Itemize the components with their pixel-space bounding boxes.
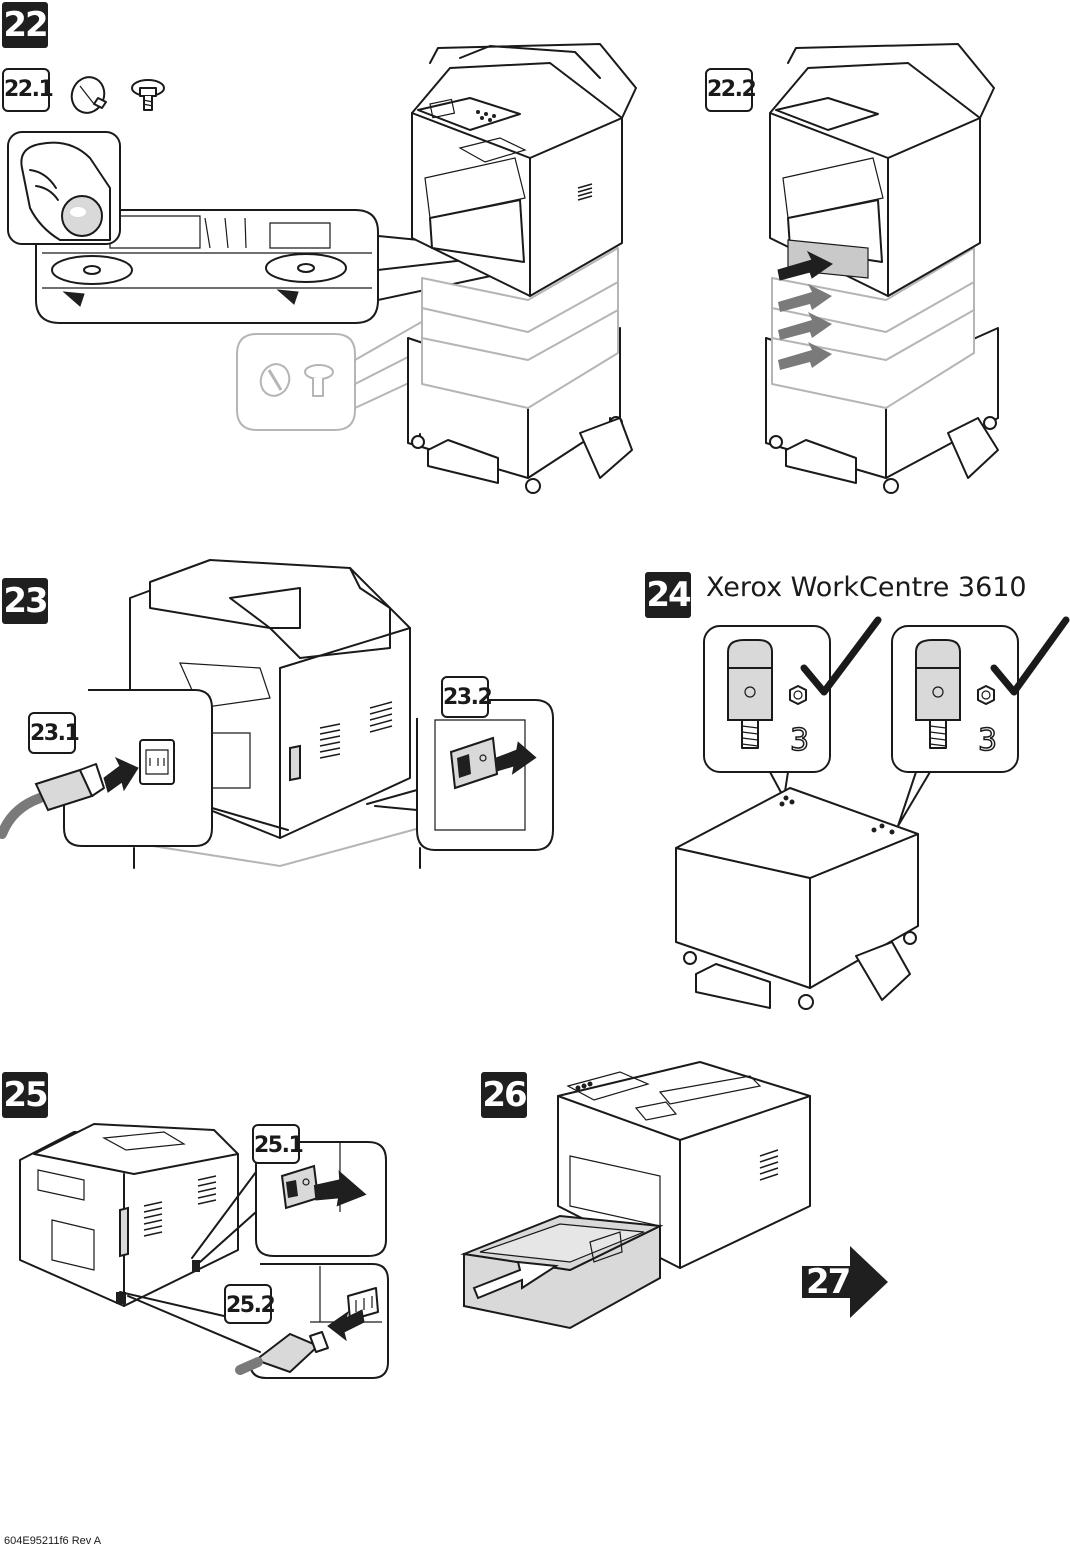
- step-25-badge: 25: [2, 1072, 49, 1118]
- next-step-arrow-icon: [802, 1246, 888, 1318]
- step-22-1-badge: 22.1: [2, 68, 54, 112]
- push-arrow-icon: [327, 1309, 365, 1342]
- hex-nut-icon: [977, 685, 995, 705]
- hex-nut-icon: [789, 685, 807, 705]
- step-27-label: 27: [806, 1262, 851, 1302]
- step-23-2-badge: 23.2: [441, 676, 493, 718]
- rotate-arrow-icon: [265, 253, 347, 305]
- power-cord-icon: [235, 1331, 329, 1375]
- step-25-2-badge: 25.2: [224, 1284, 276, 1324]
- document-id: 604E95211f6 Rev A: [4, 1535, 102, 1547]
- screw-count-left: 3: [790, 723, 809, 758]
- step-24-caption: Xerox WorkCentre 3610: [706, 572, 1027, 603]
- step-23-1-badge: 23.1: [28, 712, 80, 754]
- checkmark-icon: [800, 616, 882, 696]
- step-23-badge: 23: [2, 578, 49, 624]
- push-arrow-icon: [472, 1260, 559, 1300]
- power-switch-callout: [366, 699, 554, 851]
- thumbscrew-icon: [70, 76, 107, 114]
- rotate-arrow-icon: [51, 255, 133, 307]
- power-switch-icon: [449, 736, 499, 790]
- screw-count-right: 3: [978, 723, 997, 758]
- push-arrow-icon: [103, 756, 139, 793]
- screw-icon: [915, 639, 961, 749]
- power-switch-callout-25: [191, 1141, 387, 1263]
- printer-with-trays-22-1: [407, 43, 637, 494]
- printer-tray-26: [460, 1061, 811, 1330]
- screw-icon: [727, 639, 773, 749]
- step-22-badge: 22: [2, 2, 49, 48]
- step-26-badge: 26: [481, 1072, 528, 1118]
- checkmark-icon: [990, 616, 1070, 696]
- step-25-1-badge: 25.1: [252, 1124, 304, 1164]
- push-arrow-icon: [313, 1170, 367, 1207]
- power-cord-callout: [0, 689, 289, 847]
- power-cord-icon: [0, 763, 105, 839]
- screw-icon: [131, 79, 165, 111]
- push-arrow-icon: [777, 250, 833, 370]
- stand-screws-callout: 3 3: [675, 616, 1070, 1010]
- step-24-badge: 24: [645, 572, 692, 618]
- thumbscrew-icons-22-1: [70, 76, 165, 114]
- screw-removal-callout: [7, 131, 501, 324]
- printer-rear-25: [19, 1123, 239, 1307]
- printer-with-trays-22-2: [765, 43, 999, 494]
- step-22-2-badge: 22.2: [705, 68, 757, 112]
- screw-storage-callout: [236, 299, 468, 431]
- push-arrow-icon: [494, 741, 537, 775]
- power-cord-callout-25: [119, 1263, 389, 1379]
